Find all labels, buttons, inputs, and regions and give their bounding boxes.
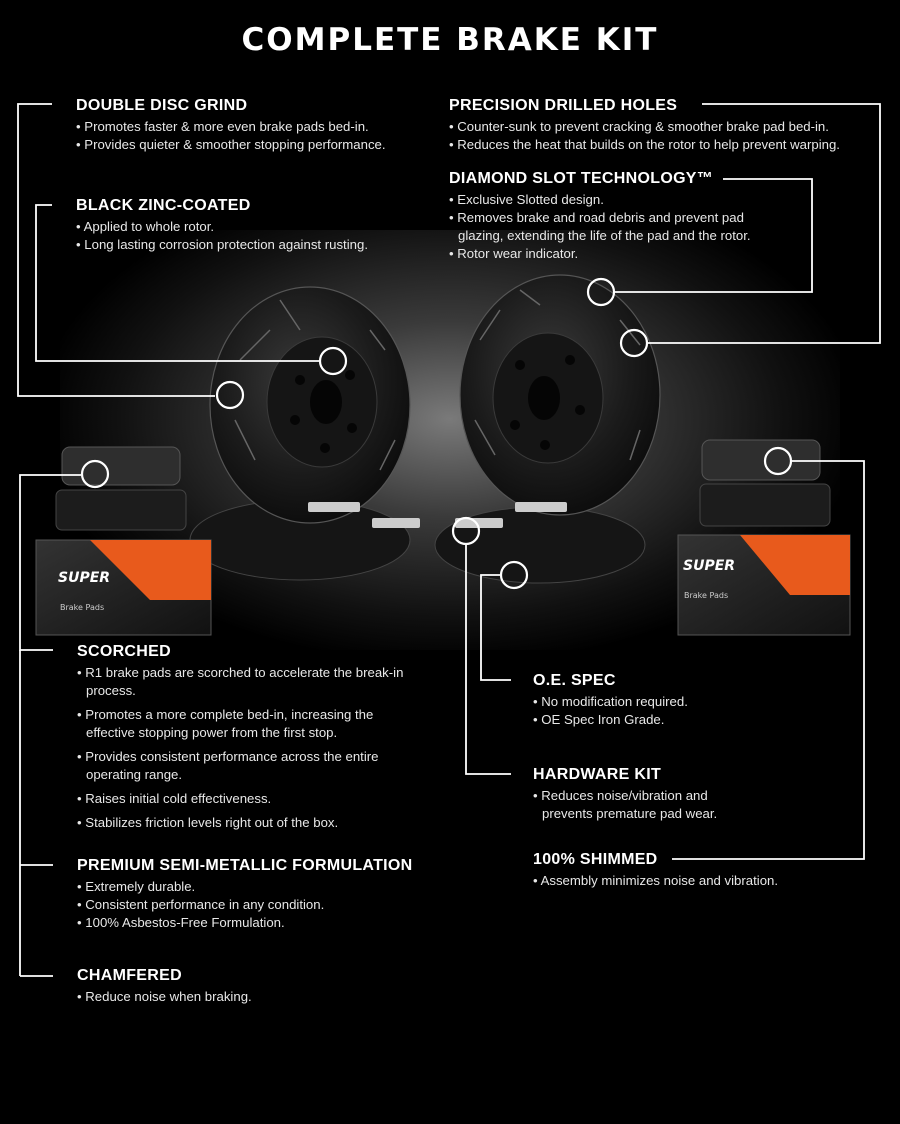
feature-bullet: OE Spec Iron Grade. (533, 711, 833, 729)
callout-circle-hardware (451, 516, 481, 546)
feature-heading: DOUBLE DISC GRIND (76, 97, 248, 114)
feature-semi-metallic: PREMIUM SEMI-METALLIC FORMULATION Extrem… (77, 857, 457, 932)
box-right: SUPER Brake Pads (677, 534, 851, 636)
feature-heading: 100% SHIMMED (533, 851, 658, 868)
feature-bullet: Reduces the heat that builds on the roto… (449, 136, 879, 154)
callout-circle-oe-spec (499, 560, 529, 590)
callout-line-shimmed (672, 460, 865, 860)
feature-heading: HARDWARE KIT (533, 766, 662, 783)
rotor-left (209, 286, 411, 524)
page-title: COMPLETE BRAKE KIT (241, 22, 659, 58)
feature-bullet: Provides consistent performance across t… (77, 748, 407, 784)
feature-bullet: Rotor wear indicator. (449, 245, 779, 263)
feature-bullet: R1 brake pads are scorched to accelerate… (77, 664, 407, 700)
feature-scorched: SCORCHED R1 brake pads are scorched to a… (77, 643, 407, 838)
feature-bullet: Provides quieter & smoother stopping per… (76, 136, 436, 154)
callout-circle-pad-left (80, 459, 110, 489)
box-left-label: Brake Pads (60, 603, 104, 612)
feature-heading: O.E. SPEC (533, 672, 616, 689)
box-left: SUPER Brake Pads (35, 539, 212, 636)
feature-bullet: Long lasting corrosion protection agains… (76, 236, 436, 254)
feature-bullet: 100% Asbestos-Free Formulation. (77, 914, 457, 932)
feature-bullet: No modification required. (533, 693, 833, 711)
feature-bullet: Promotes a more complete bed-in, increas… (77, 706, 407, 742)
callout-circle-drilled (619, 328, 649, 358)
callout-circle-diamond (586, 277, 616, 307)
box-right-label: Brake Pads (684, 591, 728, 600)
callout-line-hardware (465, 545, 511, 775)
feature-heading: BLACK ZINC-COATED (76, 197, 251, 214)
feature-bullet: Exclusive Slotted design. (449, 191, 779, 209)
callout-line-oe-spec (480, 574, 511, 681)
callout-circle-double-disc (215, 380, 245, 410)
feature-diamond-slot: DIAMOND SLOT TECHNOLOGY™ Exclusive Slott… (449, 170, 779, 263)
callout-circle-zinc (318, 346, 348, 376)
hardware-clips (308, 502, 567, 528)
callout-line-diamond (615, 178, 813, 293)
box-left-series: SUPER (58, 570, 110, 586)
feature-bullet: Consistent performance in any condition. (77, 896, 457, 914)
feature-shimmed: 100% SHIMMED Assembly minimizes noise an… (533, 851, 863, 890)
feature-bullet: Raises initial cold effectiveness. (77, 790, 407, 808)
feature-bullet: Assembly minimizes noise and vibration. (533, 872, 863, 890)
brake-pads-right (699, 439, 831, 527)
callout-lines (17, 103, 881, 977)
feature-bullet: Extremely durable. (77, 878, 457, 896)
callout-line-zinc (35, 204, 320, 362)
feature-black-zinc: BLACK ZINC-COATED Applied to whole rotor… (76, 197, 436, 254)
feature-bullet: Reduces noise/vibration and prevents pre… (533, 787, 743, 823)
feature-bullet: Removes brake and road debris and preven… (449, 209, 779, 245)
callout-line-scorched (19, 474, 81, 651)
feature-bullet: Stabilizes friction levels right out of … (77, 814, 407, 832)
feature-chamfered: CHAMFERED Reduce noise when braking. (77, 967, 407, 1006)
callout-line-double-disc (17, 103, 215, 397)
callout-circle-pad-right (763, 446, 793, 476)
feature-bullet: Reduce noise when braking. (77, 988, 407, 1006)
callout-line-drilled (648, 103, 881, 344)
rotor-right (459, 274, 661, 516)
callout-circles (80, 277, 793, 590)
feature-double-disc-grind: DOUBLE DISC GRIND Promotes faster & more… (76, 97, 436, 154)
feature-hardware-kit: HARDWARE KIT Reduces noise/vibration and… (533, 766, 743, 823)
feature-oe-spec: O.E. SPEC No modification required. OE S… (533, 672, 833, 729)
feature-bullet: Applied to whole rotor. (76, 218, 436, 236)
feature-bullet: Promotes faster & more even brake pads b… (76, 118, 436, 136)
box-right-series: SUPER (683, 558, 735, 574)
feature-drilled-holes: PRECISION DRILLED HOLES Counter-sunk to … (449, 97, 879, 154)
brake-pads-left (55, 446, 187, 531)
feature-heading: DIAMOND SLOT TECHNOLOGY™ (449, 170, 714, 187)
feature-heading: PRECISION DRILLED HOLES (449, 97, 678, 114)
feature-heading: CHAMFERED (77, 967, 182, 984)
feature-heading: PREMIUM SEMI-METALLIC FORMULATION (77, 857, 413, 874)
feature-bullet: Counter-sunk to prevent cracking & smoot… (449, 118, 879, 136)
feature-heading: SCORCHED (77, 643, 171, 660)
